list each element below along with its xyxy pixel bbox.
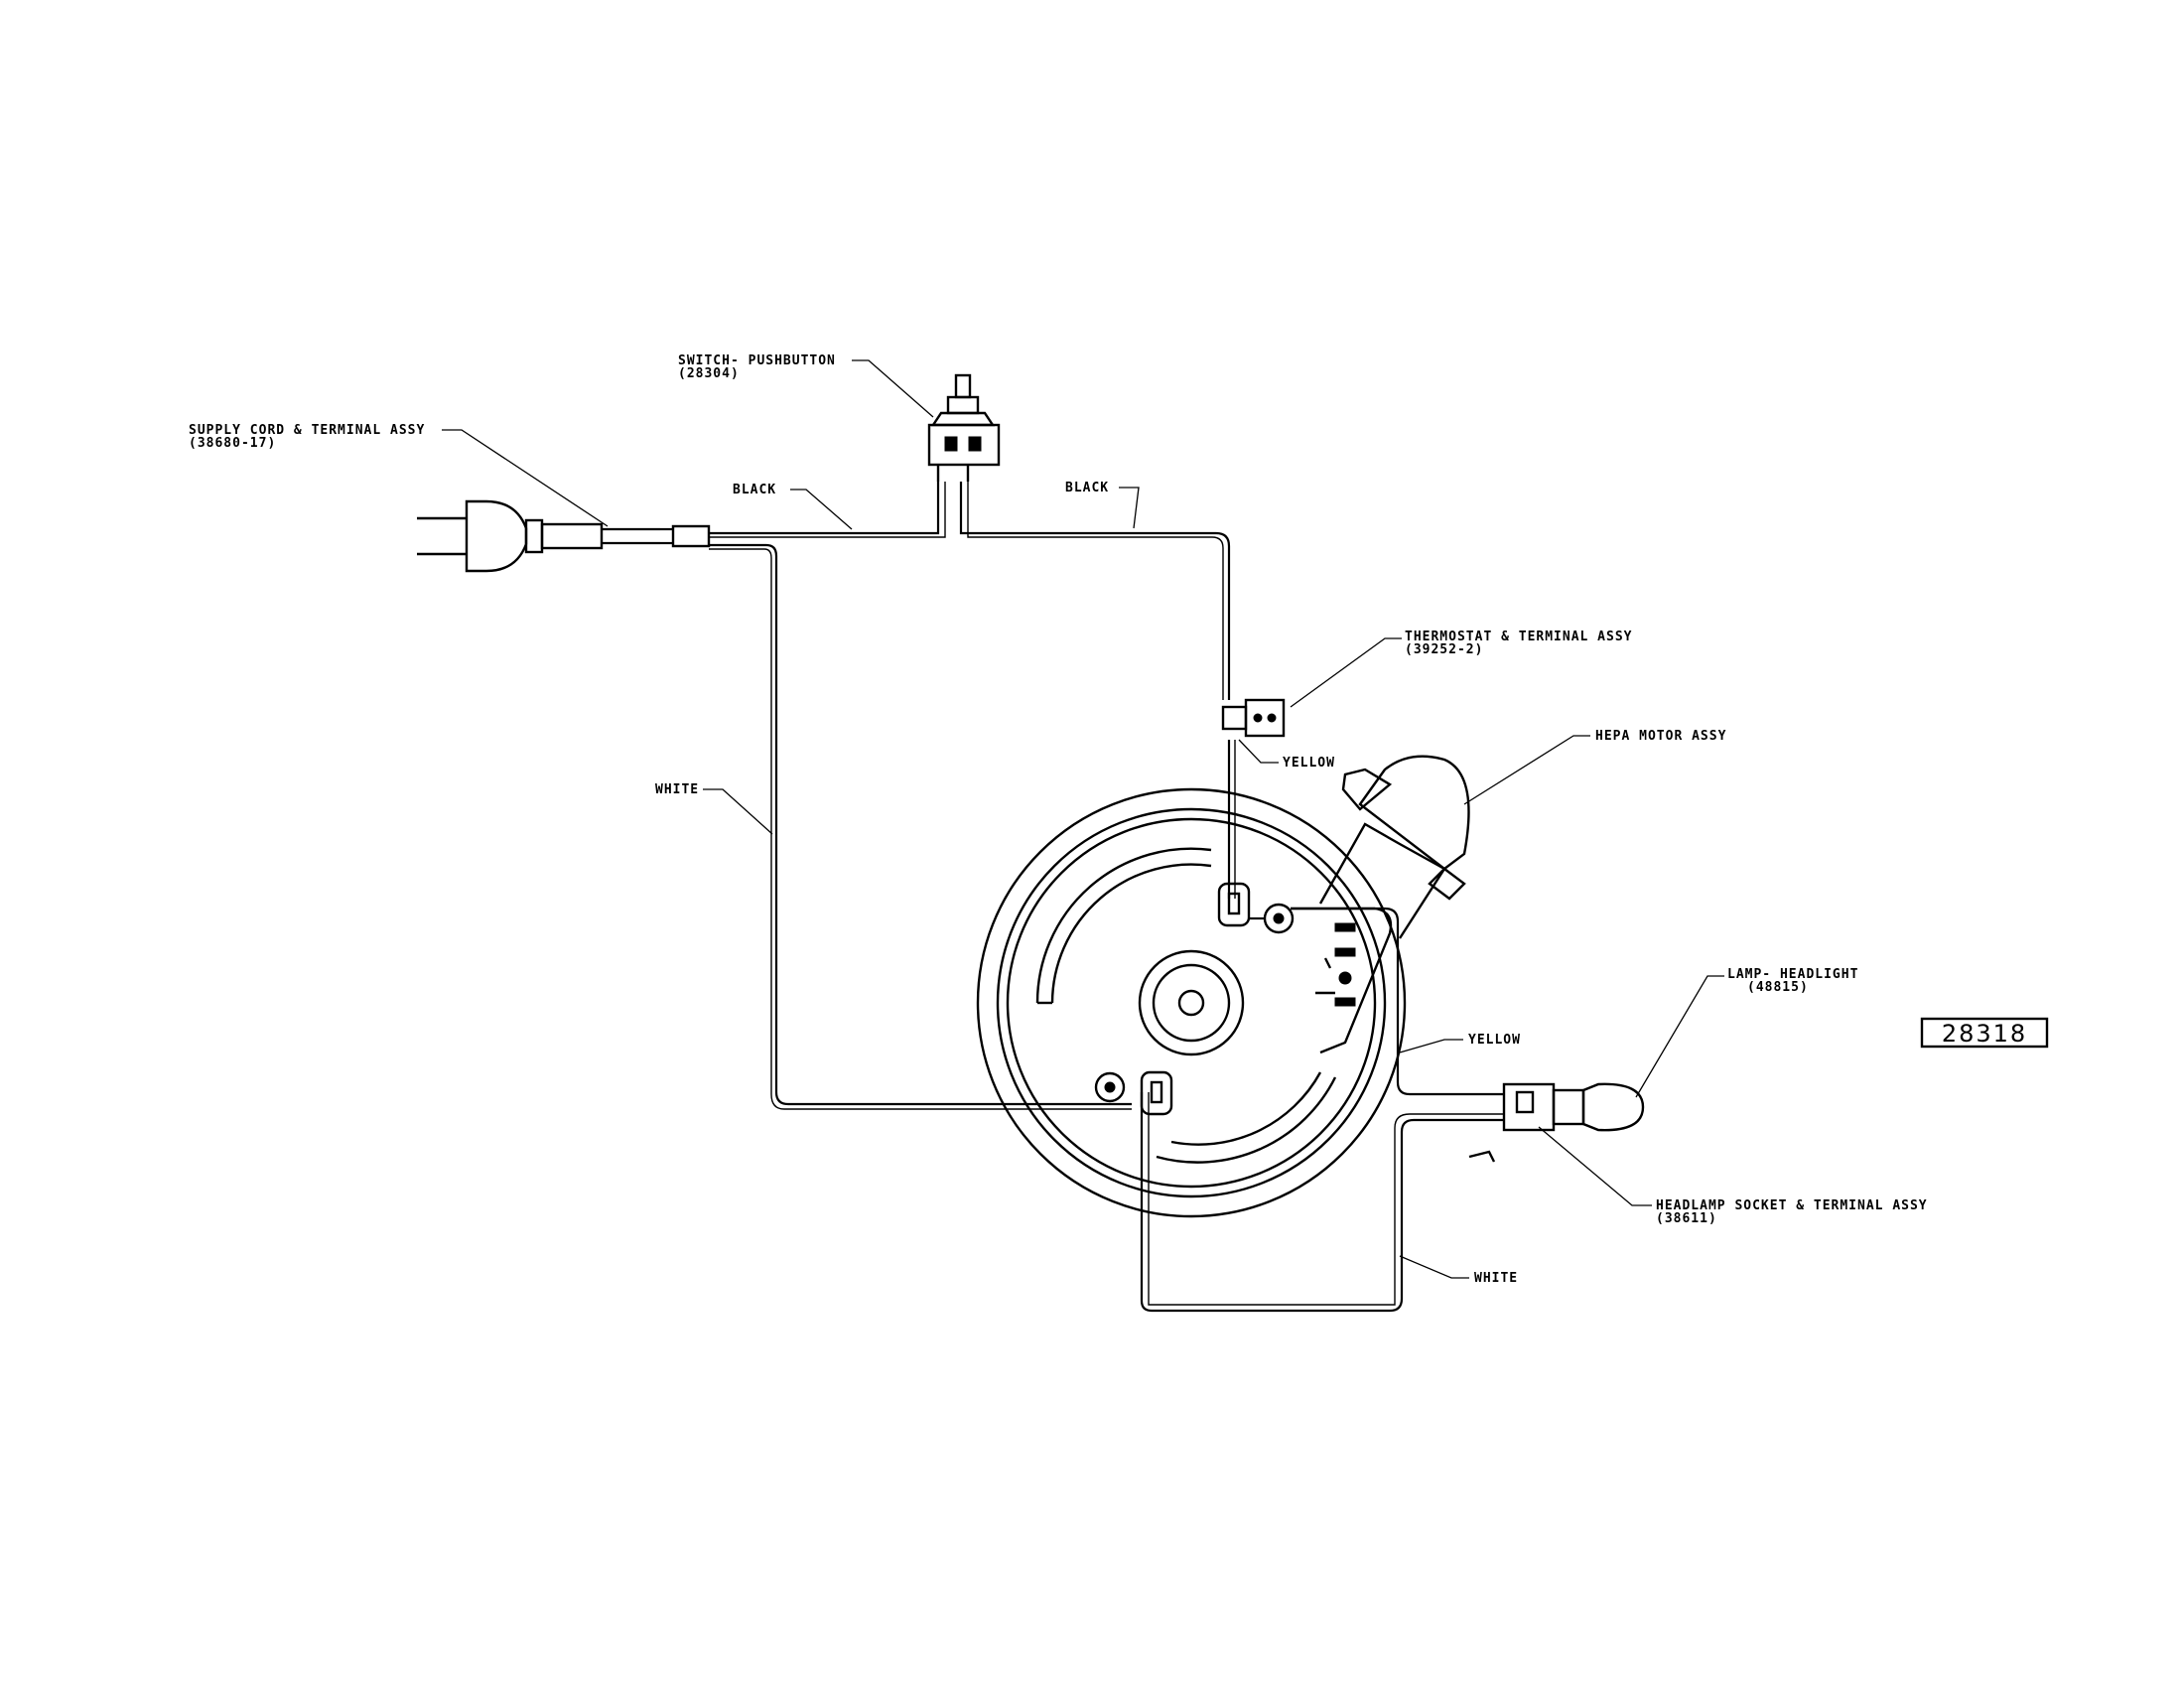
leader-black-right: [1119, 487, 1140, 529]
pushbutton-switch: [927, 373, 1001, 482]
motor-housing: [976, 787, 1407, 1218]
brush-plate: [1291, 907, 1393, 1054]
lamp-label: LAMP- HEADLIGHT: [1727, 967, 1858, 982]
yellow-wire-right: [1291, 907, 1504, 1096]
leader-yellow-top: [1238, 739, 1279, 764]
hepa-motor: [1318, 755, 1470, 939]
diagram-number-box: 28318: [1920, 1017, 2049, 1049]
diagram-number: 28318: [1942, 1020, 2027, 1048]
motor-label: HEPA MOTOR ASSY: [1595, 729, 1726, 744]
leader-supply-cord: [442, 429, 609, 527]
black-right-label: BLACK: [1065, 481, 1109, 495]
leader-motor: [1463, 735, 1590, 805]
leader-switch: [852, 359, 934, 418]
yellow-right-label: YELLOW: [1468, 1033, 1521, 1048]
socket-label: HEADLAMP SOCKET & TERMINAL ASSY: [1656, 1198, 1928, 1213]
leader-yellow-right: [1399, 1039, 1463, 1053]
leader-socket: [1538, 1126, 1652, 1206]
leader-thermostat: [1290, 637, 1402, 708]
thermostat-label: THERMOSTAT & TERMINAL ASSY: [1405, 630, 1633, 644]
headlamp-socket: [1468, 1082, 1556, 1163]
headlight-lamp: [1552, 1082, 1645, 1132]
switch-part-number: (28304): [678, 366, 740, 381]
black-wire-left: [709, 482, 946, 538]
leader-lamp: [1635, 975, 1724, 1098]
yellow-top-label: YELLOW: [1283, 756, 1335, 771]
thermostat: [1221, 698, 1286, 738]
black-left-label: BLACK: [733, 483, 776, 497]
switch-label: SWITCH- PUSHBUTTON: [678, 353, 836, 368]
white-wire-left: [709, 543, 1132, 1110]
leader-black-left: [790, 489, 853, 530]
lamp-part-number: (48815): [1747, 980, 1809, 995]
yellow-wire-top: [1227, 740, 1236, 899]
supply-cord-plug: [417, 499, 711, 573]
white-bottom-label: WHITE: [1474, 1271, 1518, 1286]
thermostat-part-number: (39252-2): [1405, 642, 1483, 657]
motor-terminal-lower: [1094, 1070, 1173, 1116]
black-wire-right: [959, 482, 1231, 700]
supply-cord-part-number: (38680-17): [189, 436, 276, 451]
socket-part-number: (38611): [1656, 1211, 1717, 1226]
supply-cord-label: SUPPLY CORD & TERMINAL ASSY: [189, 423, 425, 438]
white-wire-bottom: [1140, 1092, 1504, 1313]
white-left-label: WHITE: [655, 782, 699, 797]
motor-terminal-upper: [1217, 882, 1295, 934]
leader-white-left: [703, 788, 773, 835]
leader-white-bottom: [1399, 1255, 1469, 1279]
